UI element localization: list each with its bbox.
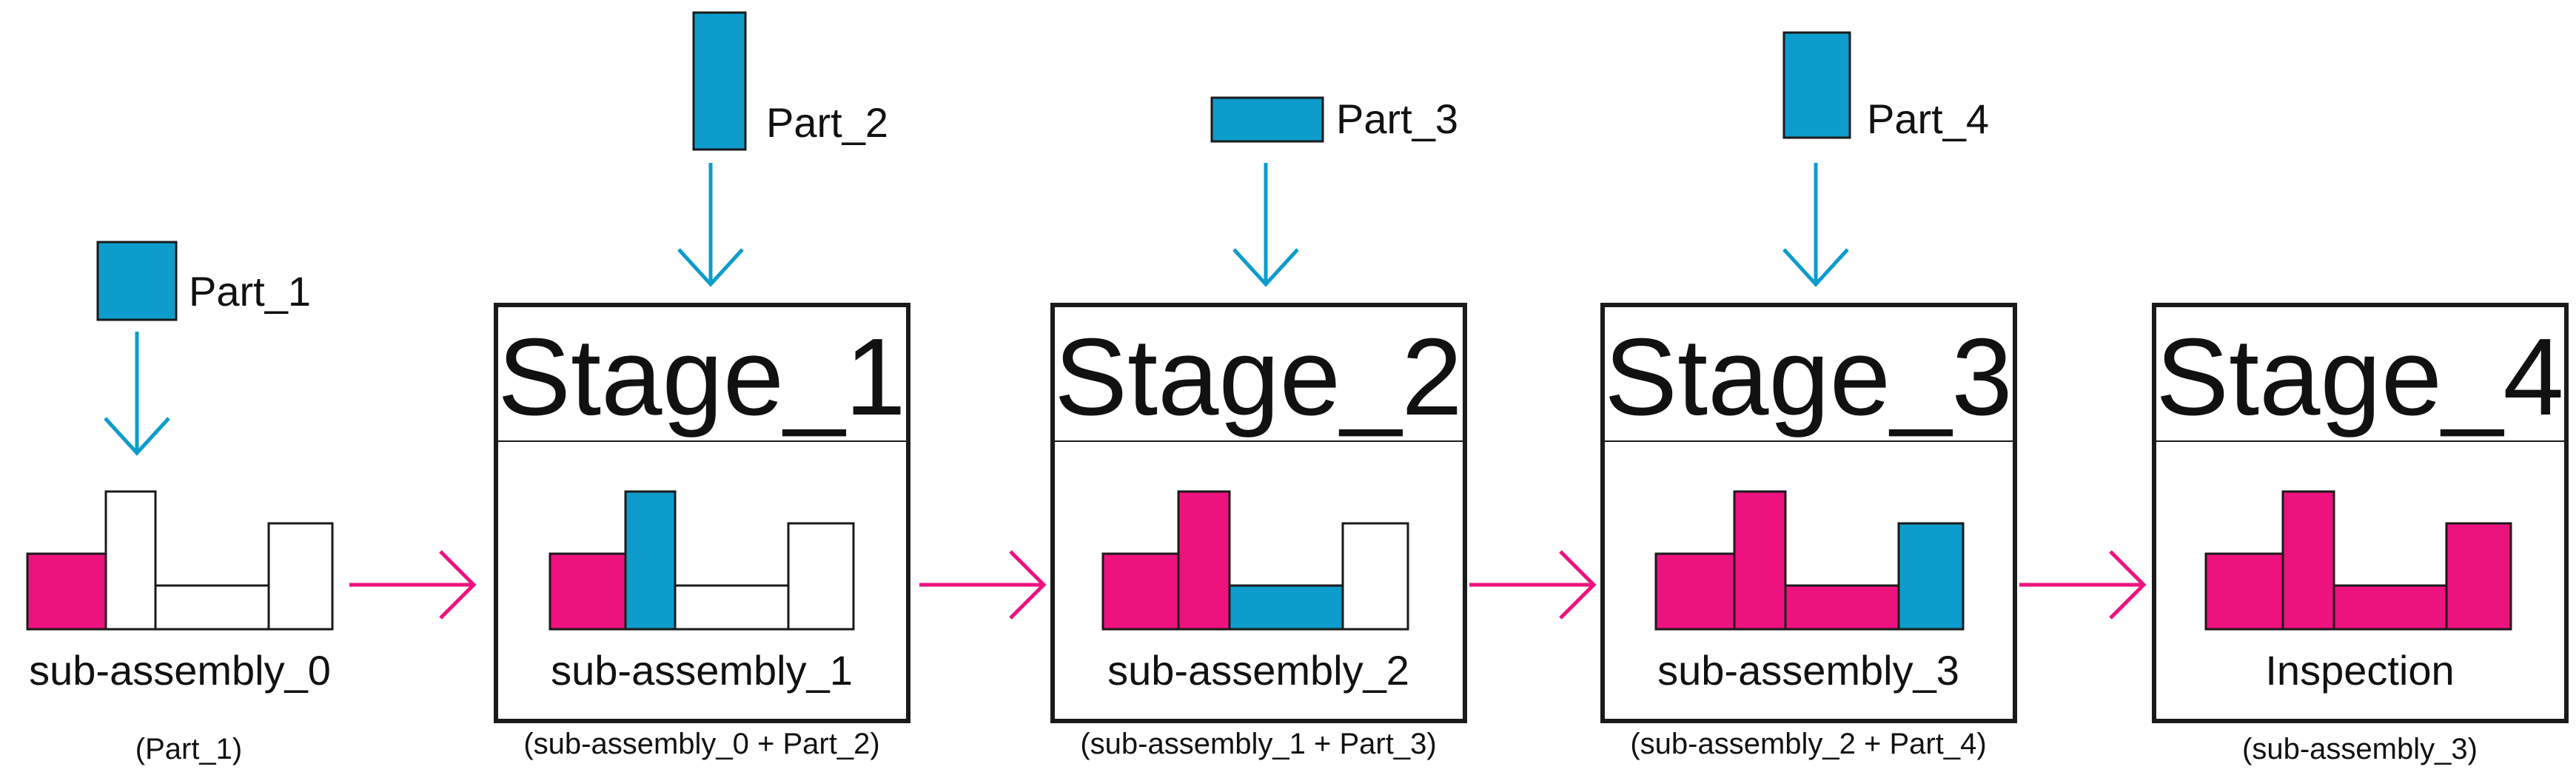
slot-0: [1654, 552, 1736, 631]
stage-4: Stage_4 Inspection (sub-assembly_3): [2152, 303, 2569, 765]
part-2-label: Part_2: [766, 99, 888, 146]
sub-assembly-0-label: sub-assembly_0: [29, 647, 331, 694]
initial-section: Part_1 sub-assembly_0 (Part_1): [26, 241, 334, 765]
slot-2: [154, 584, 270, 631]
inspection-graphic: [2204, 490, 2512, 631]
sub-assembly-0-formula: (Part_1): [135, 733, 243, 765]
part-1-block: [96, 241, 178, 321]
slot-1: [1733, 490, 1787, 631]
sub-assembly-2-graphic: [1101, 490, 1409, 631]
part-4-block: [1782, 31, 1851, 139]
slot-0: [26, 552, 107, 631]
flow-arrow-3: [2019, 550, 2147, 620]
slot-2: [674, 584, 790, 631]
slot-3: [1341, 522, 1409, 631]
slot-2: [1784, 584, 1900, 631]
slot-1: [1177, 490, 1231, 631]
slot-1: [624, 490, 677, 631]
stage-2-box: [1050, 303, 1467, 723]
sub-assembly-3-graphic: [1654, 490, 1965, 631]
part-1-arrowhead: [104, 417, 170, 456]
inspection-label: Inspection: [2265, 647, 2454, 694]
stage-3: Part_4 Stage_3 sub-assembly_3 (sub-assem…: [1600, 31, 2017, 760]
part-2-block: [692, 11, 747, 151]
slot-3: [267, 522, 334, 631]
flow-arrow-1: [919, 550, 1047, 620]
sub-assembly-3-label: sub-assembly_3: [1657, 647, 1959, 694]
inspection-formula: (sub-assembly_3): [2242, 733, 2478, 765]
slot-1: [2281, 490, 2335, 631]
sub-assembly-0-graphic: [26, 490, 334, 631]
part-3-label: Part_3: [1336, 95, 1458, 142]
sub-assembly-1-label: sub-assembly_1: [551, 647, 853, 694]
slot-2: [1228, 584, 1344, 631]
stage-1-box: [494, 303, 910, 723]
stage-2: Part_3 Stage_2 sub-assembly_2 (sub-assem…: [1050, 95, 1467, 760]
slot-0: [549, 552, 627, 631]
slot-0: [2204, 552, 2284, 631]
slot-2: [2332, 584, 2448, 631]
stage-4-box: [2152, 303, 2569, 723]
sub-assembly-2-label: sub-assembly_2: [1107, 647, 1409, 694]
sub-assembly-2-formula: (sub-assembly_1 + Part_3): [1080, 728, 1436, 760]
stage-3-box: [1600, 303, 2017, 723]
stage-1: Part_2 Stage_1 sub-assembly_1 (sub-assem…: [494, 11, 910, 760]
slot-3: [2445, 522, 2512, 631]
stage-2-title: Stage_2: [1054, 316, 1462, 438]
flow-arrow-0: [349, 550, 477, 620]
slot-0: [1101, 552, 1180, 631]
sub-assembly-1-graphic: [549, 490, 855, 631]
part-1-label: Part_1: [189, 268, 311, 315]
slot-3: [1897, 522, 1965, 631]
flow-arrow-2: [1469, 550, 1597, 620]
part-4-label: Part_4: [1867, 95, 1989, 142]
stage-3-title: Stage_3: [1604, 316, 2012, 438]
part-3-block: [1210, 96, 1324, 143]
slot-3: [787, 522, 855, 631]
slot-1: [104, 490, 157, 631]
stage-4-title: Stage_4: [2156, 316, 2563, 438]
sub-assembly-3-formula: (sub-assembly_2 + Part_4): [1630, 728, 1986, 760]
sub-assembly-1-formula: (sub-assembly_0 + Part_2): [523, 728, 879, 760]
stage-1-title: Stage_1: [497, 316, 905, 438]
